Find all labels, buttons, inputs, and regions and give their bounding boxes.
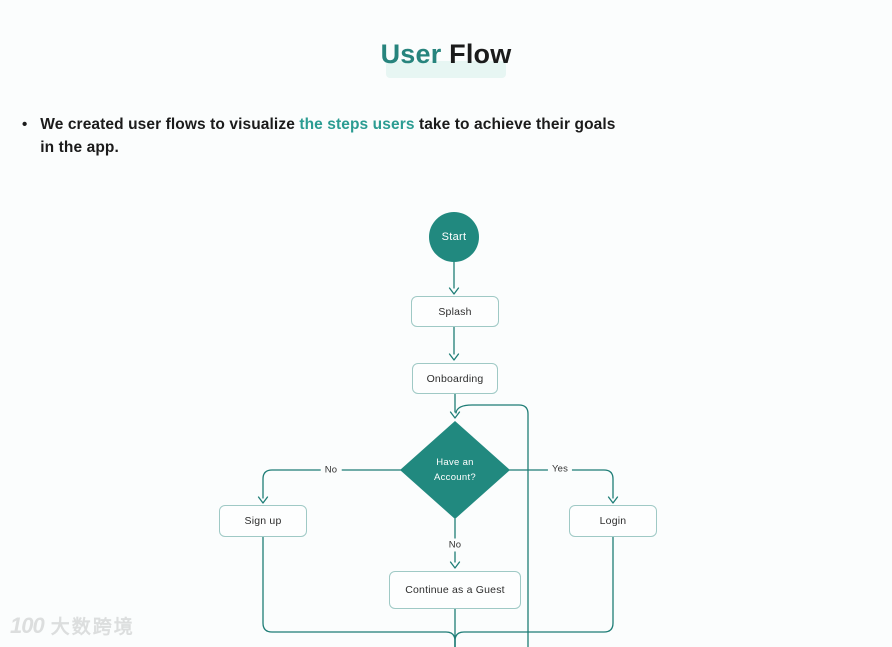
edge-label-no-down: No [444,538,466,552]
edge-label-no-left: No [320,463,342,477]
bullet-dot: • [22,116,28,133]
flow-node-start: Start [429,212,479,262]
flow-node-sign-up: Sign up [219,505,307,537]
title-highlight-bar [386,61,506,78]
flow-node-splash-label: Splash [438,305,472,318]
arrowhead-diamond [449,411,461,419]
watermark-logo: 100 [10,612,45,638]
flow-node-continue-guest-label: Continue as a Guest [405,584,505,596]
flow-node-sign-up-label: Sign up [244,515,282,527]
arrowhead-onboarding [448,353,460,361]
arrowhead-splash [448,287,460,295]
flow-node-continue-guest: Continue as a Guest [389,571,521,609]
arrowhead-guest [449,561,461,569]
flow-node-have-account-line1: Have an [436,457,474,468]
arrowhead-signup [257,496,269,504]
intro-text: We created user flows to visualize the s… [40,116,616,156]
arrowhead-login [607,496,619,504]
intro-accent-text: the steps users [299,116,415,133]
flow-node-splash: Splash [411,296,499,327]
edge-label-yes-right: Yes [547,462,573,476]
watermark-text: 大数跨境 [50,617,135,638]
flow-node-have-account: Have an Account? [400,421,510,519]
title-rest-word: Flow [449,39,512,69]
flow-node-onboarding: Onboarding [412,363,498,394]
page-title: User Flow [0,39,892,78]
title-accent-word: User [380,39,442,69]
flow-node-login: Login [569,505,657,537]
flow-node-have-account-line2: Account? [433,472,476,483]
flow-node-onboarding-label: Onboarding [426,372,484,385]
flow-node-start-label: Start [441,231,467,243]
intro-bullet-item: • We created user flows to visualize the… [22,113,628,159]
flow-node-login-label: Login [599,515,627,527]
watermark: 100 大数跨境 [10,612,135,639]
